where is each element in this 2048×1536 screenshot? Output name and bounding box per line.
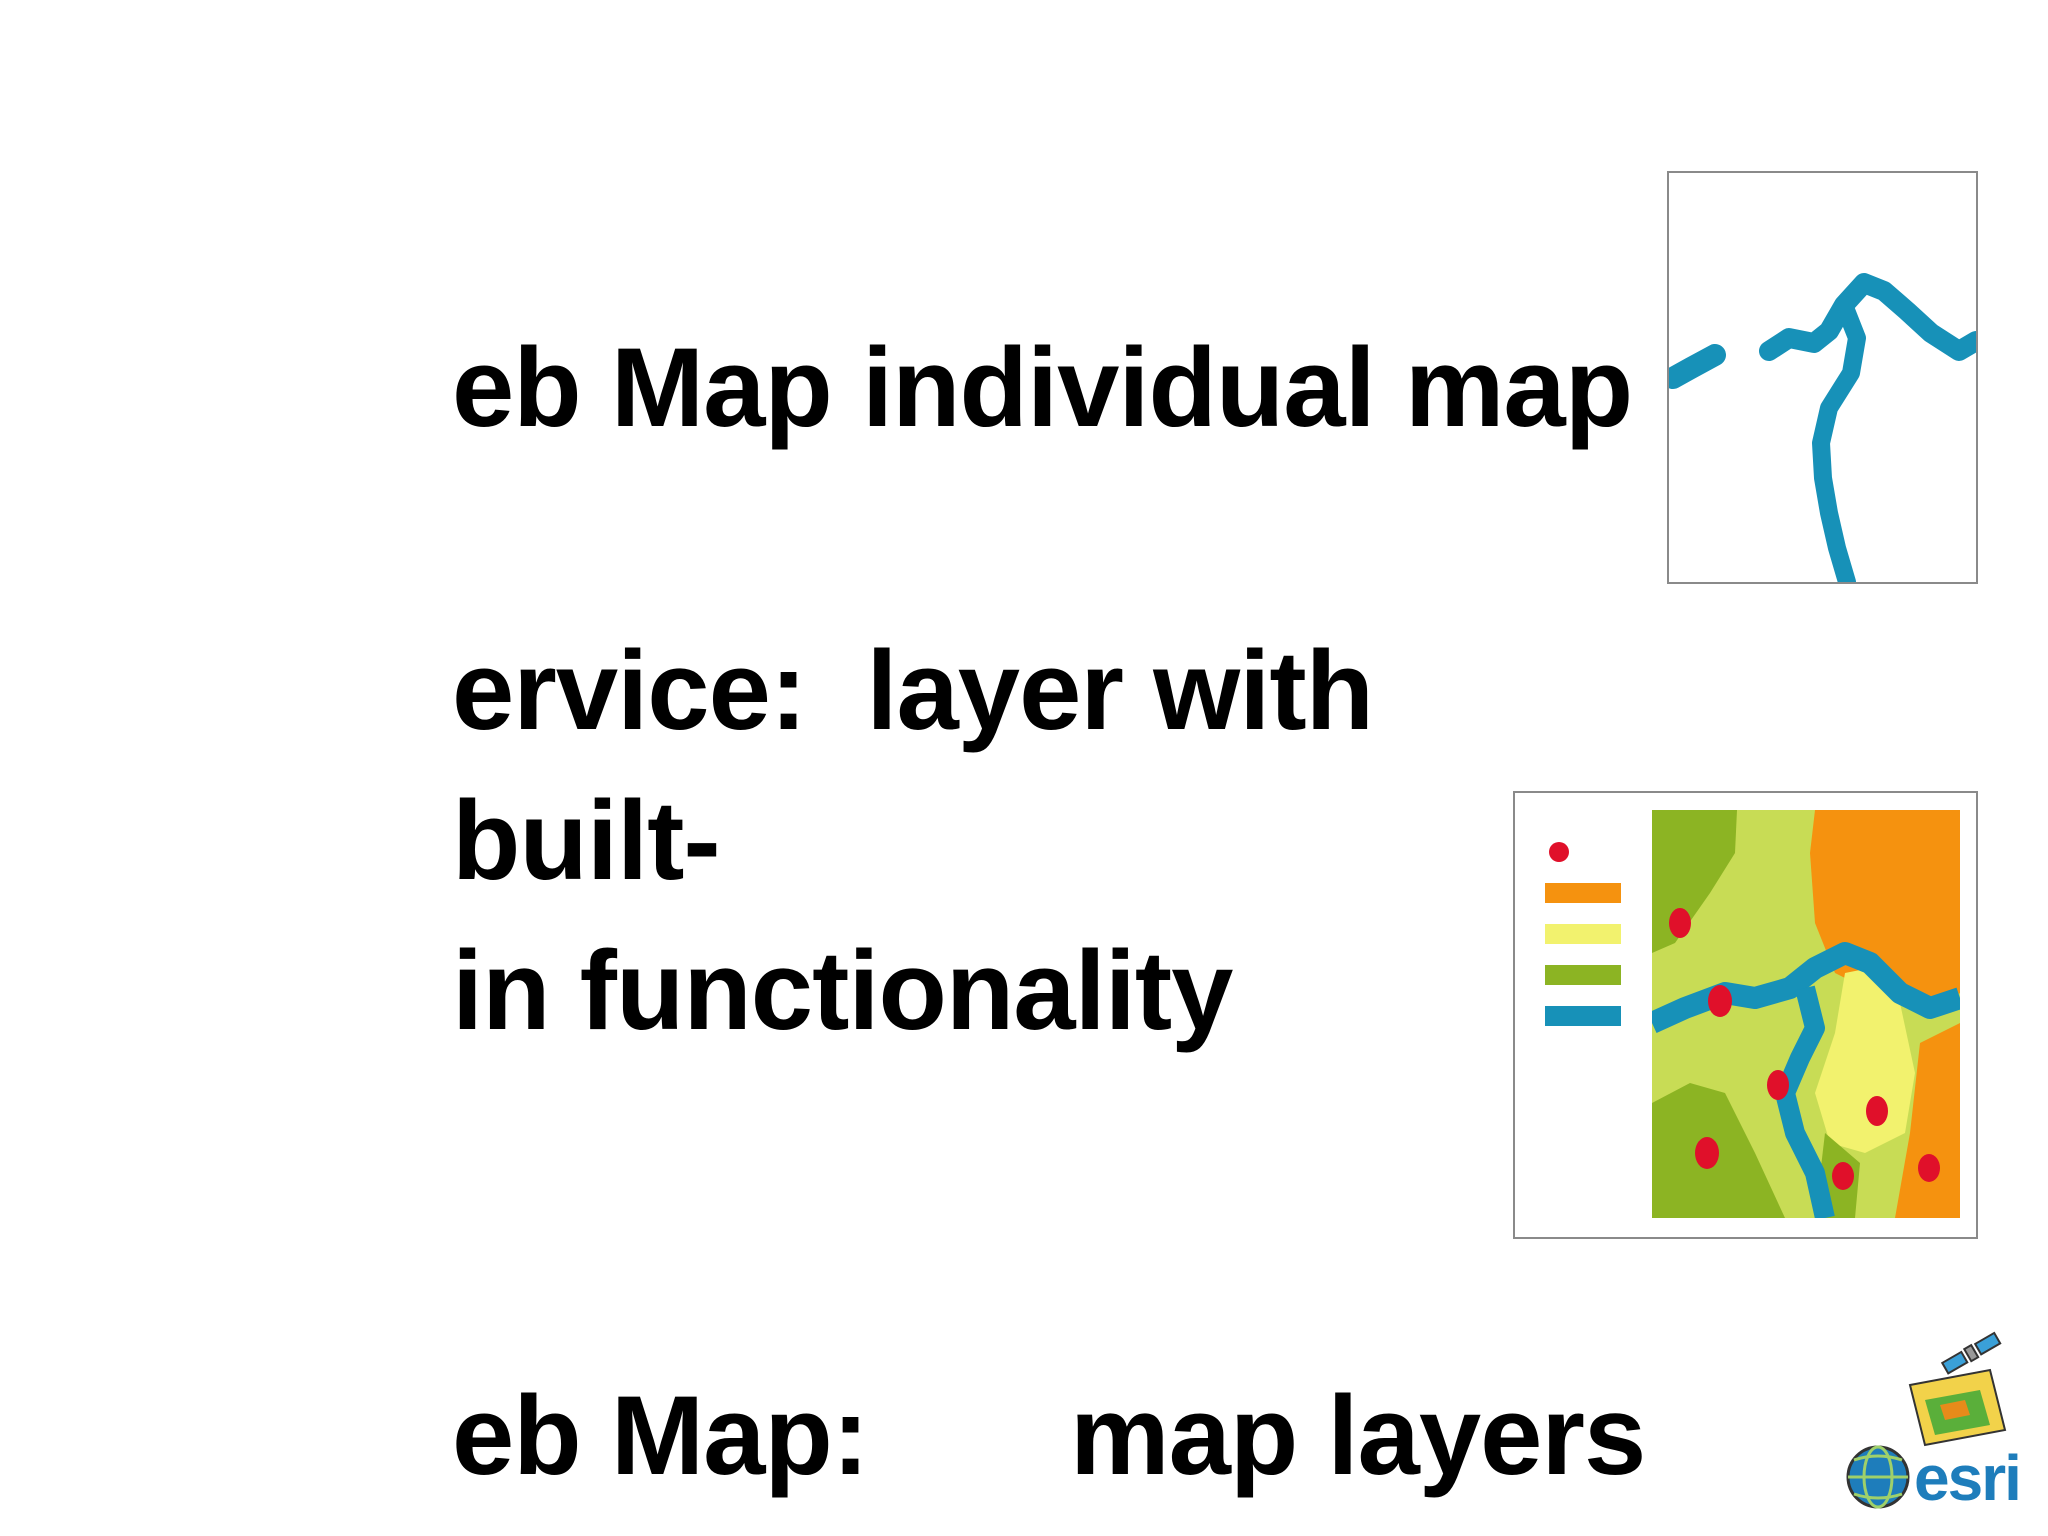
esri-wordmark: esri	[1914, 1442, 2022, 1514]
legend-yellow-swatch	[1545, 924, 1621, 944]
line-2: ervice: layer with	[452, 628, 1374, 753]
legend-green-swatch	[1545, 965, 1621, 985]
line-5-left: eb Map:	[452, 1373, 869, 1498]
esri-globe-icon	[1846, 1331, 2007, 1509]
legend-orange-swatch	[1545, 883, 1621, 903]
line-5-right: map layers	[1070, 1373, 1646, 1498]
map-area	[1652, 810, 1960, 1218]
line-1-right: individual map	[862, 325, 1633, 450]
thematic-map-thumbnail	[1513, 791, 1978, 1239]
line-3: built-	[452, 778, 721, 903]
line-1-left: eb Map	[452, 325, 833, 450]
river-map-image	[1669, 273, 1976, 582]
river-map-thumbnail	[1667, 171, 1978, 584]
legend-point-icon	[1549, 842, 1569, 862]
map-legend	[1545, 842, 1621, 1026]
legend-river-swatch	[1545, 1006, 1621, 1026]
esri-logo: esri	[1840, 1330, 2040, 1520]
thematic-map-image	[1545, 810, 1960, 1218]
line-4: in functionality	[452, 928, 1233, 1053]
